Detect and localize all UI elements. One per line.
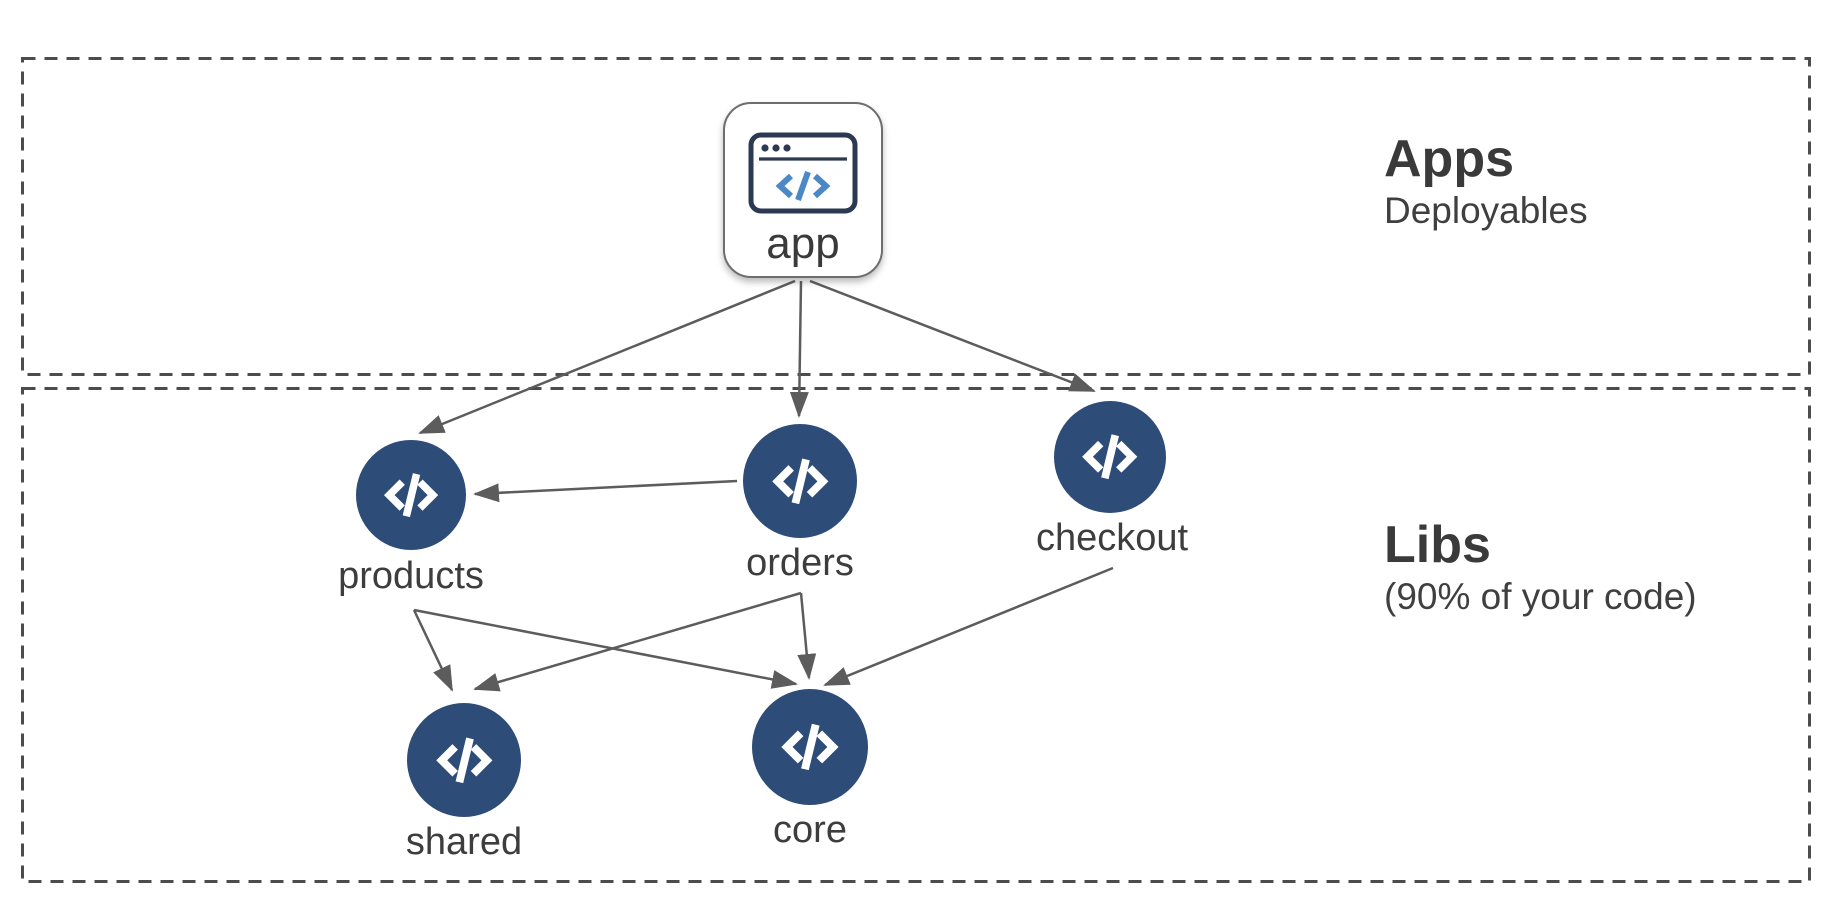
node-shared xyxy=(407,703,521,817)
edge-app-to-orders xyxy=(789,280,809,418)
libs-section-title: Libs xyxy=(1384,516,1491,574)
edge-products-to-core xyxy=(413,608,798,689)
libs-section-subtitle: (90% of your code) xyxy=(1384,576,1697,618)
code-icon xyxy=(781,723,839,771)
code-icon xyxy=(383,472,439,518)
node-shared-label: shared xyxy=(405,821,523,863)
node-core-label: core xyxy=(773,809,847,851)
node-checkout xyxy=(1054,401,1166,513)
edge-app-to-checkout xyxy=(809,279,1096,393)
edge-orders-to-shared xyxy=(473,591,802,692)
node-app: app xyxy=(723,102,883,278)
edge-app-to-products xyxy=(418,279,796,435)
browser-window-icon xyxy=(748,132,858,214)
code-icon xyxy=(435,737,493,783)
node-orders xyxy=(743,424,857,538)
edge-checkout-to-core xyxy=(823,566,1114,687)
libs-section-border xyxy=(21,387,1811,883)
node-checkout-label: checkout xyxy=(1035,517,1189,559)
code-icon xyxy=(1082,434,1138,480)
apps-section-subtitle: Deployables xyxy=(1384,190,1588,232)
edge-orders-to-core xyxy=(797,592,817,680)
node-products xyxy=(356,440,466,550)
node-core xyxy=(752,689,868,805)
edge-products-to-shared xyxy=(412,609,454,692)
apps-section-title: Apps xyxy=(1384,130,1514,188)
dependency-arrows xyxy=(412,279,1114,692)
node-products-label: products xyxy=(338,555,484,597)
apps-section-label: Apps Deployables xyxy=(1384,130,1588,233)
libs-section-label: Libs (90% of your code) xyxy=(1384,516,1697,619)
code-icon xyxy=(771,458,829,504)
node-orders-label: orders xyxy=(746,542,854,584)
node-app-label: app xyxy=(766,219,840,268)
apps-section-border xyxy=(21,57,1811,376)
edge-orders-to-products xyxy=(473,479,738,503)
